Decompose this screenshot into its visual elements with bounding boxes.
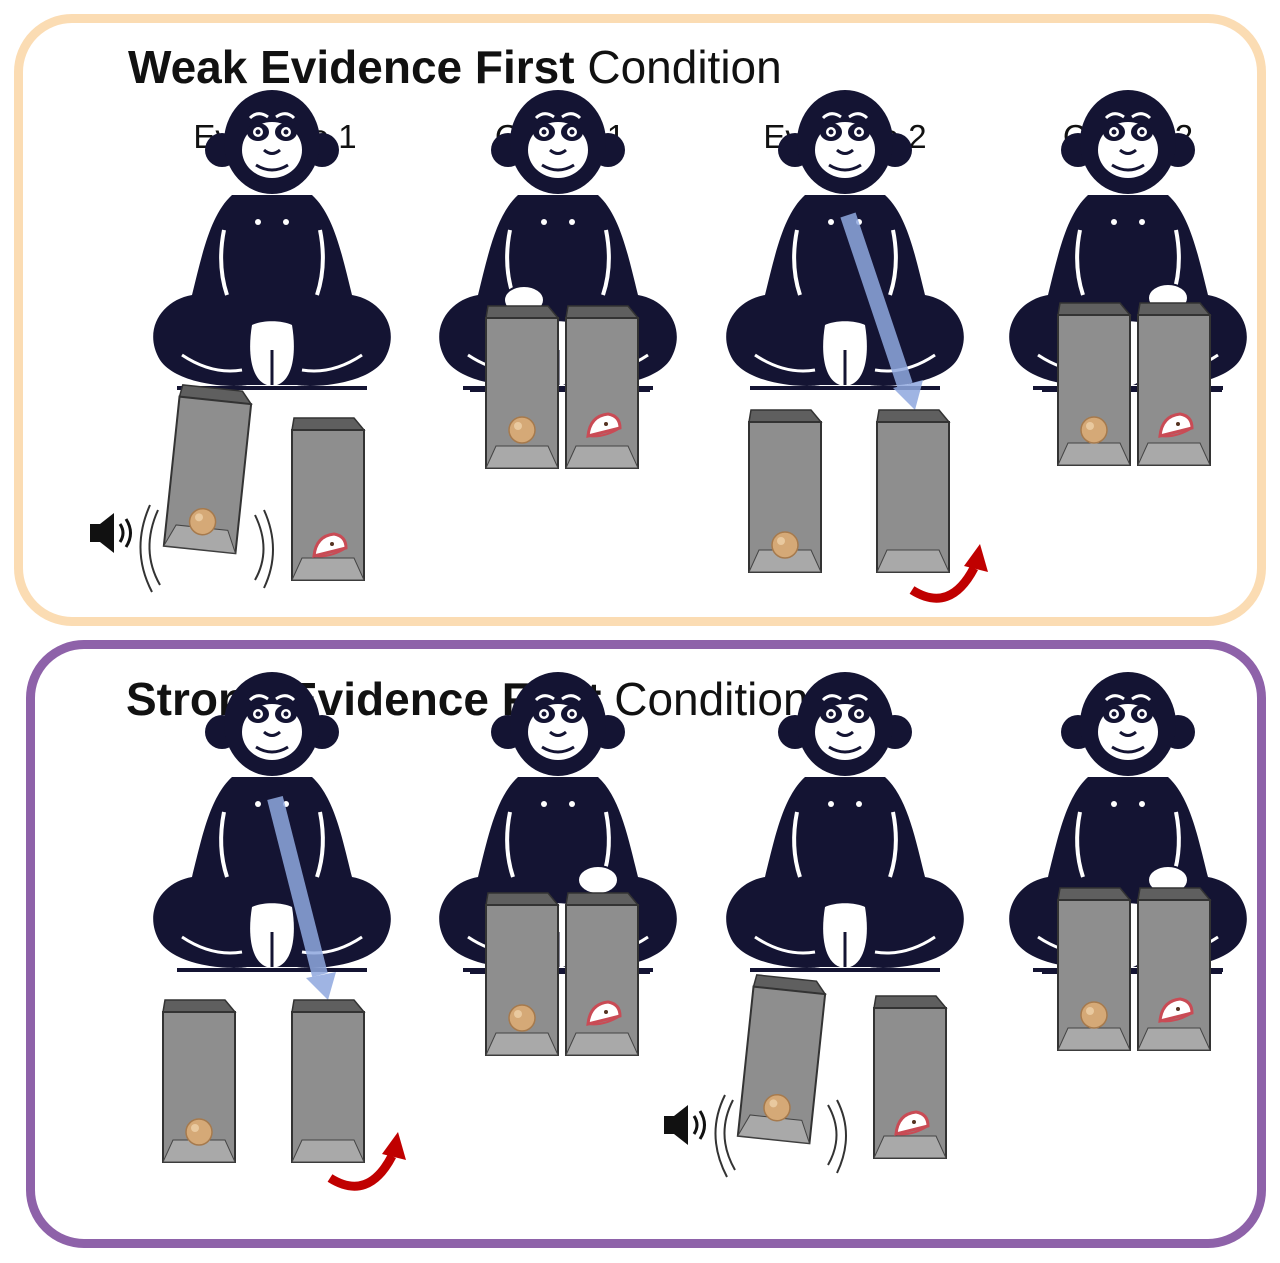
strong-evidence1-gaze-arrow [267,796,336,1000]
weak-condition-title: Weak Evidence First Condition [128,44,782,90]
weak-evidence1-chimp [151,88,393,390]
weak-choice1-apple-cup [565,305,639,469]
weak-evidence1-shake-lines [139,504,274,593]
speaker-icon [88,511,132,555]
weak-title-bold: Weak Evidence First [128,41,575,93]
strong-choice2-ball-cup [1057,887,1131,1051]
weak-choice1-ball-cup [485,305,559,469]
strong-evidence1-ball-cup [162,999,236,1163]
speaker-icon [662,1103,706,1147]
strong-choice2-apple-cup [1137,887,1211,1051]
weak-evidence2-chimp [724,88,966,390]
strong-title-regular: Condition [601,673,809,725]
strong-evidence1-chimp [151,670,393,972]
strong-choice1-ball-cup [485,892,559,1056]
weak-title-regular: Condition [574,41,782,93]
strong-choice1-hand [577,865,619,895]
weak-evidence2-lifted-cup [876,409,950,573]
strong-evidence2-shake-lines [714,1094,847,1178]
strong-choice1-apple-cup [565,892,639,1056]
strong-evidence1-lifted-cup [291,999,365,1163]
strong-evidence2-chimp [724,670,966,972]
weak-choice2-ball-cup [1057,302,1131,466]
weak-choice2-apple-cup [1137,302,1211,466]
weak-evidence1-shaken-cup [162,383,254,555]
weak-evidence1-apple-cup [291,417,365,581]
strong-evidence2-shaken-cup [736,973,828,1145]
strong-evidence2-apple-cup [873,995,947,1159]
weak-evidence2-gaze-arrow [840,212,923,410]
weak-evidence2-ball-cup [748,409,822,573]
